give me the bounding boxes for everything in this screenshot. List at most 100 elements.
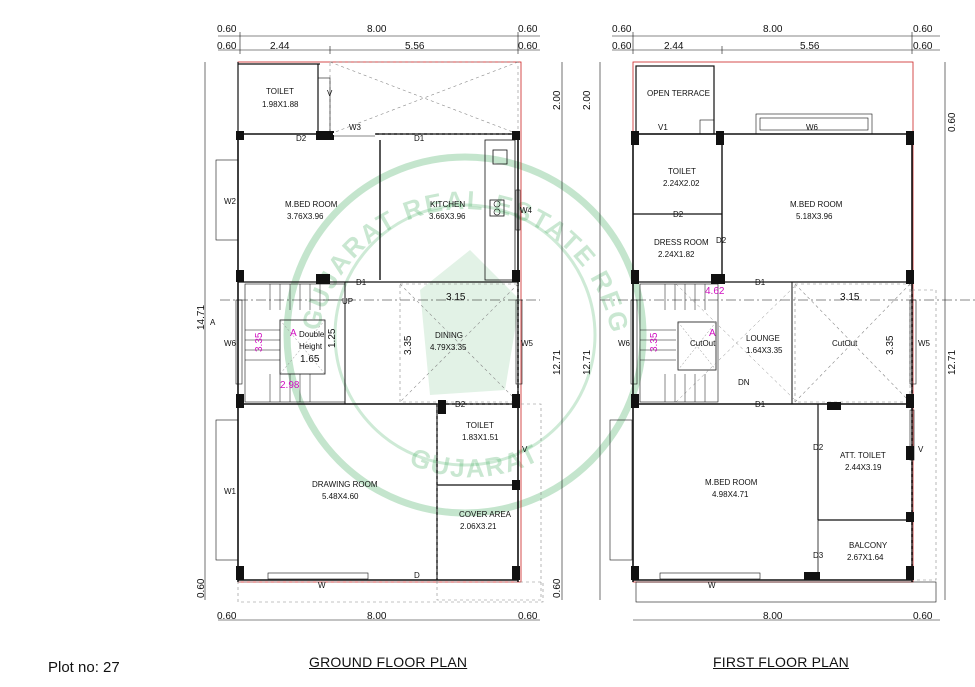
gf-lbl-w2: W2 [224,197,237,206]
gf-dining-h: 3.35 [403,335,414,355]
gf-lbl-w6: W6 [224,339,237,348]
gf-mbed-size: 3.76X3.96 [287,212,324,221]
gf-dim-right-total: 12.71 [552,350,563,375]
gf-lbl-a: A [210,318,216,327]
ff-dress-size: 2.24X1.82 [658,250,695,259]
ff-lounge-name: LOUNGE [746,334,780,343]
ff-lbl-d3: D3 [813,551,824,560]
ff-lbl-v1: V1 [658,123,668,132]
ff-cut-w: 3.15 [840,292,860,303]
first-floor-title: FIRST FLOOR PLAN [713,654,849,670]
watermark-text-top: GUJARAT REAL ESTATE REGULATORY AUTHORITY [0,0,633,336]
gf-lbl-d: D [414,571,420,580]
ff-dim-right-total: 12.71 [947,350,958,375]
ff-atttoilet-name: ATT. TOILET [840,451,886,460]
ff-mbed1-name: M.BED ROOM [790,200,843,209]
ff-dress-name: DRESS ROOM [654,238,709,247]
ff-cutout1: CutOut [690,339,716,348]
ff-dim-top-a: 2.44 [664,41,684,52]
gf-dim-top-mid: 8.00 [367,24,387,35]
ff-mbed2-name: M.BED ROOM [705,478,758,487]
ff-balcony-size: 2.67X1.64 [847,553,884,562]
gf-dining-size: 4.79X3.35 [430,343,467,352]
ff-lbl-d2c: D2 [813,443,824,452]
gf-lbl-d1: D1 [414,134,425,143]
gf-dining-name: DINING [435,331,463,340]
ff-dim-top-left: 0.60 [612,24,632,35]
gf-drawing-size: 5.48X4.60 [322,492,359,501]
gf-dim-right-top: 2.00 [552,90,563,110]
gf-lbl-v: V [327,89,333,98]
gf-dim-top-left: 0.60 [217,24,237,35]
ff-dim-bot-mid: 8.00 [763,611,783,622]
gf-lbl-w: W [318,581,326,590]
ff-lbl-d1: D1 [755,278,766,287]
gf-cover-size: 2.06X3.21 [460,522,497,531]
ff-balcony-name: BALCONY [849,541,888,550]
ff-lounge-size: 1.64X3.35 [746,346,783,355]
ff-staircase [639,283,719,403]
ff-dim-right-top: 0.60 [947,112,958,132]
first-floor-plan: 0.60 8.00 0.60 0.60 2.44 5.56 0.60 8.00 … [582,24,975,622]
ff-lbl-d1b: D1 [755,400,766,409]
ff-dim-left-top: 2.00 [582,90,593,110]
ff-dim-top-r2: 0.60 [913,41,933,52]
ff-toilet-name: TOILET [668,167,696,176]
ff-lbl-dn: DN [738,378,750,387]
gf-kitchen-size: 3.66X3.96 [429,212,466,221]
gf-lbl-w4: W4 [520,206,533,215]
gf-double-name2: Height [299,342,323,351]
ff-lbl-w6t: W6 [806,123,819,132]
ff-lbl-d2b: D2 [716,236,727,245]
ff-mbed2-size: 4.98X4.71 [712,490,749,499]
gf-dim-right-bottom: 0.60 [552,578,563,598]
ff-lbl-w6: W6 [618,339,631,348]
gf-lbl-v2: V [522,445,528,454]
ff-mbed1-size: 5.18X3.96 [796,212,833,221]
gf-mbed-name: M.BED ROOM [285,200,338,209]
ff-cut-h: 3.35 [885,335,896,355]
gf-toilet2-name: TOILET [466,421,494,430]
ff-mag-462: 4.62 [705,286,725,297]
ground-floor-title: GROUND FLOOR PLAN [309,654,468,670]
gf-toilet1-name: TOILET [266,87,294,96]
gf-toilet1-size: 1.98X1.88 [262,100,299,109]
gf-drawing-name: DRAWING ROOM [312,480,378,489]
gf-lbl-w5: W5 [521,339,534,348]
ff-dim-bot-right: 0.60 [913,611,933,622]
gf-lbl-w3: W3 [349,123,362,132]
ff-mag-335: 3.35 [649,332,660,352]
svg-text:GUJARAT REAL ESTATE REGULATORY: GUJARAT REAL ESTATE REGULATORY AUTHORITY [0,0,635,336]
gf-dining-w: 3.15 [446,292,466,303]
gf-double-h: 1.25 [327,328,338,348]
gf-dim-top-right: 0.60 [518,24,538,35]
gf-dim-bot-right: 0.60 [518,611,538,622]
ff-lbl-w5: W5 [918,339,931,348]
gf-cover-name: COVER AREA [459,510,512,519]
gf-dim-bot-left: 0.60 [217,611,237,622]
ff-mag-a: A [709,328,716,339]
gf-lbl-w1: W1 [224,487,237,496]
ff-dim-left-total: 12.71 [582,350,593,375]
ff-lbl-d2: D2 [673,210,684,219]
plot-number: Plot no: 27 [48,659,120,676]
gf-dim-top-l2: 0.60 [217,41,237,52]
gf-dim-top-b: 5.56 [405,41,425,52]
ff-dim-top-l2: 0.60 [612,41,632,52]
gf-lbl-d2: D2 [296,134,307,143]
gf-double-name: Double [299,330,325,339]
ff-lbl-v: V [918,445,924,454]
gf-lbl-d1b: D1 [356,278,367,287]
ff-atttoilet-size: 2.44X3.19 [845,463,882,472]
gf-dim-left-bottom: 0.60 [196,578,207,598]
ff-dim-top-b: 5.56 [800,41,820,52]
ff-dim-top-mid: 8.00 [763,24,783,35]
ff-lbl-w: W [708,581,716,590]
ff-terrace-name: OPEN TERRACE [647,89,710,98]
gf-toilet2-size: 1.83X1.51 [462,433,499,442]
ff-cutout2: CutOut [832,339,858,348]
gf-double-w: 1.65 [300,354,320,365]
gf-dim-top-r2: 0.60 [518,41,538,52]
gf-dim-bot-mid: 8.00 [367,611,387,622]
